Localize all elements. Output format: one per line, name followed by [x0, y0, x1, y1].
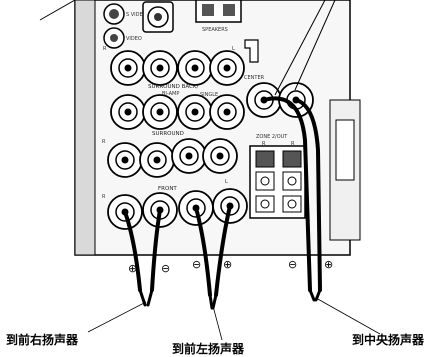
terminal-post	[171, 138, 207, 174]
front-l-marker: L	[225, 179, 228, 185]
video-label: VIDEO	[126, 36, 142, 42]
center-speaker-callout: 到中央扬声器	[352, 333, 425, 347]
terminal-post	[209, 94, 245, 130]
front-right-plus-symbol: ⊕	[128, 262, 137, 275]
video-jack	[103, 27, 125, 49]
panel-right-slot	[335, 119, 355, 181]
mounting-bracket	[244, 39, 259, 63]
s-video-label: S VIDEO	[126, 12, 147, 18]
front-right-cable	[123, 208, 162, 307]
terminal-post	[142, 94, 178, 130]
front-right-minus-symbol: ⊖	[161, 262, 170, 275]
s-video-jack	[103, 3, 125, 25]
zone2-out-label: ZONE 2/OUT	[256, 134, 288, 140]
terminal-post	[139, 142, 175, 178]
speakers-ab-terminal	[195, 0, 242, 23]
terminal-post	[202, 138, 238, 174]
terminal-post	[107, 142, 143, 178]
zone2-r-marker-a: R	[262, 141, 266, 147]
center-label: CENTER	[244, 75, 265, 81]
terminal-post	[177, 94, 213, 130]
surround-r-marker: R	[102, 139, 106, 145]
front-r-marker: R	[102, 194, 106, 200]
speakers-label: SPEAKERS	[202, 27, 228, 33]
terminal-post	[110, 50, 146, 86]
center-minus-symbol: ⊖	[288, 258, 297, 271]
row1-terminals	[110, 50, 245, 86]
front-left-minus-symbol: ⊖	[192, 258, 201, 271]
center-leader-line	[315, 297, 381, 335]
single-label: SINGLE	[200, 92, 218, 98]
front-left-speaker-callout: 到前左扬声器	[172, 342, 245, 356]
row1-l-marker: L	[232, 46, 235, 52]
terminal-post	[110, 94, 146, 130]
panel-left-edge	[74, 0, 96, 256]
bi-amp-label: BI-AMP	[162, 91, 179, 97]
front-label: FRONT	[158, 186, 177, 192]
row2-terminals	[110, 94, 245, 130]
front-right-speaker-callout: 到前右扬声器	[6, 333, 79, 347]
zone2-r-marker-b: R	[291, 141, 295, 147]
surround-terminals	[107, 138, 238, 178]
zoom-pointer-left	[39, 0, 76, 21]
row1-r-marker: R	[103, 46, 107, 52]
zoom-pointer-right	[274, 0, 326, 96]
terminal-post	[177, 50, 213, 86]
surround-label: SURROUND	[152, 131, 184, 137]
front-left-plus-symbol: ⊕	[223, 258, 232, 271]
zone2-terminal-block	[249, 145, 306, 219]
center-plus-symbol: ⊕	[324, 258, 333, 271]
terminal-post	[209, 50, 245, 86]
surround-back-label: SURROUND BACK/	[148, 84, 198, 90]
terminal-post	[142, 50, 178, 86]
center-cable	[262, 96, 322, 302]
front-left-cable	[194, 204, 232, 310]
large-rca-jack	[142, 1, 174, 33]
front-right-leader-line	[87, 301, 147, 333]
zoom-pointer-right-2	[294, 0, 336, 91]
front-left-leader-line	[212, 305, 223, 341]
